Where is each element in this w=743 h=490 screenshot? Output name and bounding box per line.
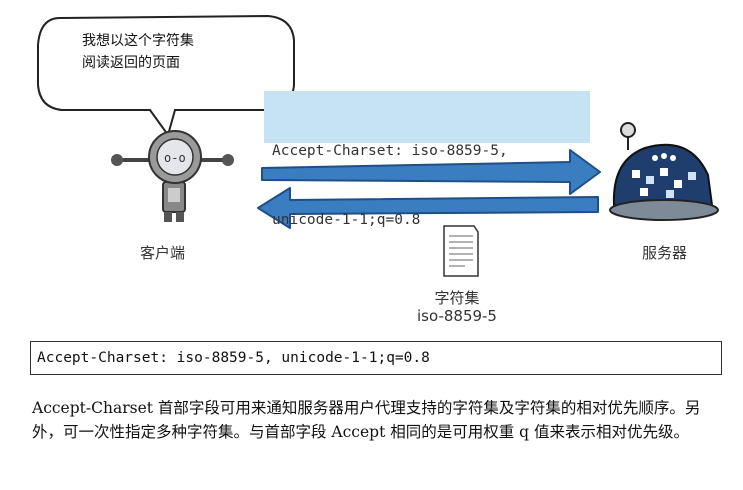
response-arrow-icon [257, 187, 599, 229]
caption-text: Accept-Charset 首部字段可用来通知服务器用户代理支持的字符集及字符… [32, 399, 701, 441]
client-label: 客户端 [140, 244, 186, 262]
client-robot-icon: o-o [111, 130, 234, 222]
bubble-line-1: 我想以这个字符集 [82, 33, 194, 49]
speech-bubble [37, 14, 295, 138]
svg-text:o-o: o-o [164, 151, 186, 165]
charset-value: iso-8859-5 [417, 307, 497, 325]
header-line-2: unicode-1-1;q=0.8 [272, 212, 421, 228]
charset-title: 字符集 [434, 289, 480, 307]
header-line-1: Accept-Charset: iso-8859-5, [272, 143, 508, 159]
server-icon [609, 122, 719, 221]
bubble-line-2: 阅读返回的页面 [82, 55, 180, 71]
speech-bubble-text: 我想以这个字符集 阅读返回的页面 [82, 30, 252, 74]
document-icon [443, 225, 479, 277]
header-highlight [264, 91, 590, 143]
request-arrow-icon [261, 149, 601, 195]
request-header-text: Accept-Charset: iso-8859-5, unicode-1-1;… [272, 94, 592, 278]
code-example: Accept-Charset: iso-8859-5, unicode-1-1;… [30, 341, 722, 375]
server-label: 服务器 [642, 244, 688, 262]
